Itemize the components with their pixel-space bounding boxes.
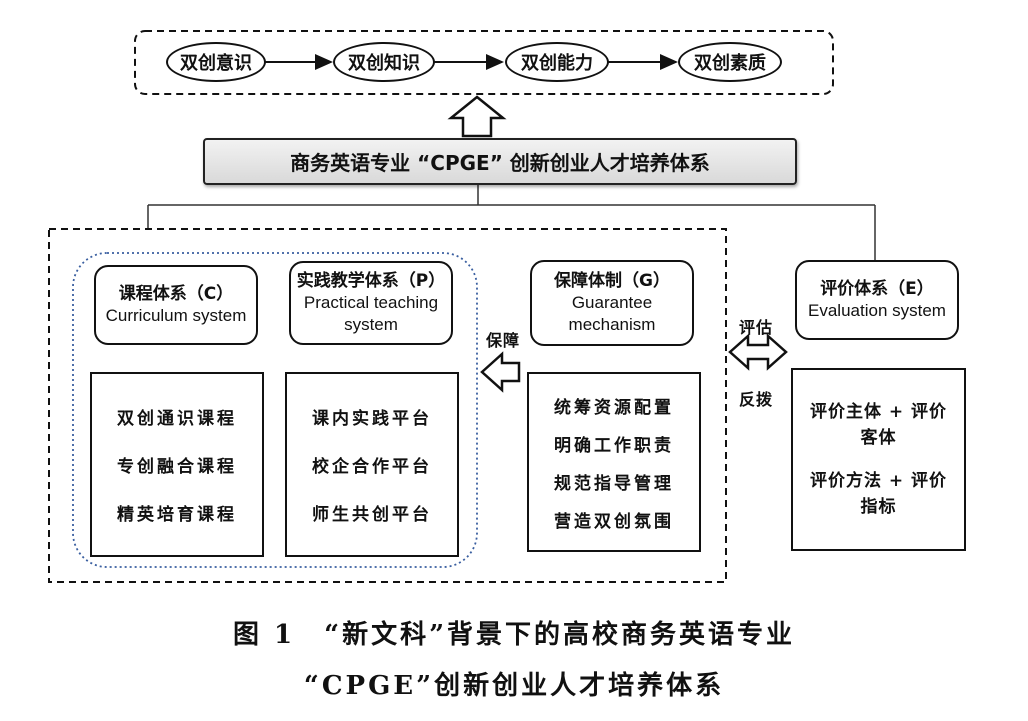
list-item: 专创融合课程 xyxy=(117,456,237,477)
evaluation-title-en: Evaluation system xyxy=(808,301,946,320)
practice-title-en: Practical teaching system xyxy=(303,293,439,334)
list-item: 营造双创氛围 xyxy=(554,511,674,532)
list-item: 课内实践平台 xyxy=(312,408,432,429)
left-hollow-arrow xyxy=(480,351,521,393)
assess-label: 评估 xyxy=(739,318,774,337)
evaluation-title-zh: 评价体系（E） xyxy=(820,279,934,299)
curriculum-title-zh: 课程体系（C） xyxy=(118,284,234,304)
list-item: 校企合作平台 xyxy=(312,456,432,477)
subsystems-frame xyxy=(48,228,727,583)
practice-heading: 实践教学体系（P） Practical teaching system xyxy=(289,261,453,345)
cp-group-frame xyxy=(72,252,478,568)
list-item: 评价主体 + 评价客体 xyxy=(809,401,948,448)
curriculum-heading: 课程体系（C） Curriculum system xyxy=(94,265,258,345)
list-item: 统筹资源配置 xyxy=(554,397,674,418)
practice-title-zh: 实践教学体系（P） xyxy=(296,271,446,291)
stage-knowledge: 双创知识 xyxy=(333,42,435,82)
list-item: 精英培育课程 xyxy=(117,505,237,526)
stage-awareness: 双创意识 xyxy=(166,42,266,82)
evaluation-list: 评价主体 + 评价客体 评价方法 + 评价指标 xyxy=(791,368,966,551)
curriculum-list: 双创通识课程 专创融合课程 精英培育课程 xyxy=(90,372,264,557)
figure-caption-line1: 图 1 “新文科”背景下的高校商务英语专业 xyxy=(232,620,796,650)
up-hollow-arrow xyxy=(447,95,507,138)
stage-quality: 双创素质 xyxy=(678,42,782,82)
support-label: 保障 xyxy=(486,331,521,350)
figure-caption-line2: “CPGE”创新创业人才培养体系 xyxy=(303,671,725,701)
stage-ability: 双创能力 xyxy=(505,42,609,82)
practice-list: 课内实践平台 校企合作平台 师生共创平台 xyxy=(285,372,459,557)
system-title: 商务英语专业 “CPGE” 创新创业人才培养体系 xyxy=(203,138,797,185)
guarantee-heading: 保障体制（G） Guarantee mechanism xyxy=(530,260,694,346)
stages-frame xyxy=(134,30,834,95)
guarantee-title-zh: 保障体制（G） xyxy=(554,271,670,291)
list-item: 师生共创平台 xyxy=(312,505,432,526)
feedback-label: 反拨 xyxy=(739,390,774,409)
evaluation-heading: 评价体系（E） Evaluation system xyxy=(795,260,959,340)
double-hollow-arrow xyxy=(728,333,788,371)
list-item: 规范指导管理 xyxy=(554,473,674,494)
guarantee-list: 统筹资源配置 明确工作职责 规范指导管理 营造双创氛围 xyxy=(527,372,701,552)
list-item: 明确工作职责 xyxy=(554,435,674,456)
curriculum-title-en: Curriculum system xyxy=(105,306,247,325)
guarantee-title-en: Guarantee mechanism xyxy=(568,293,656,334)
list-item: 双创通识课程 xyxy=(117,408,237,429)
list-item: 评价方法 + 评价指标 xyxy=(809,471,948,518)
